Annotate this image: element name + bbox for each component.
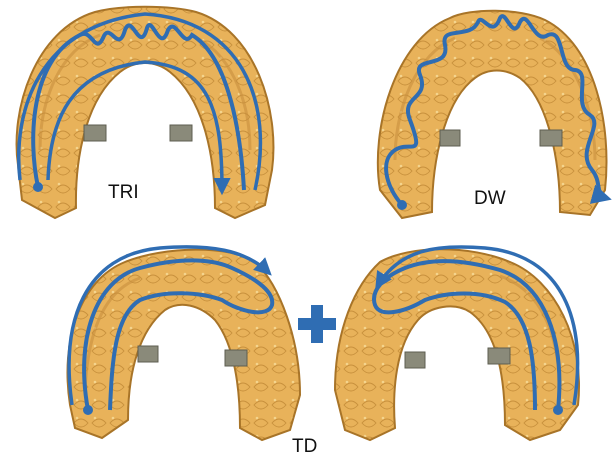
connector-block xyxy=(488,348,510,364)
arch-shape xyxy=(335,249,579,440)
dental-model-tri xyxy=(17,7,274,218)
start-marker xyxy=(83,405,93,415)
connector-block xyxy=(84,125,106,141)
connector-block xyxy=(405,352,425,368)
start-marker xyxy=(397,200,407,210)
connector-block xyxy=(540,130,562,146)
label-dw: DW xyxy=(474,188,506,210)
start-marker xyxy=(33,182,43,192)
dental-model-dw xyxy=(378,11,607,218)
label-tri: TRI xyxy=(108,182,139,204)
dental-model-td-right xyxy=(335,247,579,440)
start-marker xyxy=(553,405,563,415)
connector-block xyxy=(225,350,247,366)
arch-shape xyxy=(67,250,300,440)
connector-block xyxy=(440,130,460,146)
connector-block xyxy=(170,125,192,141)
arch-shape xyxy=(378,11,607,218)
connector-block xyxy=(138,346,158,362)
label-td: TD xyxy=(292,436,317,458)
plus-icon xyxy=(298,305,336,343)
dental-model-td-left xyxy=(67,247,300,440)
